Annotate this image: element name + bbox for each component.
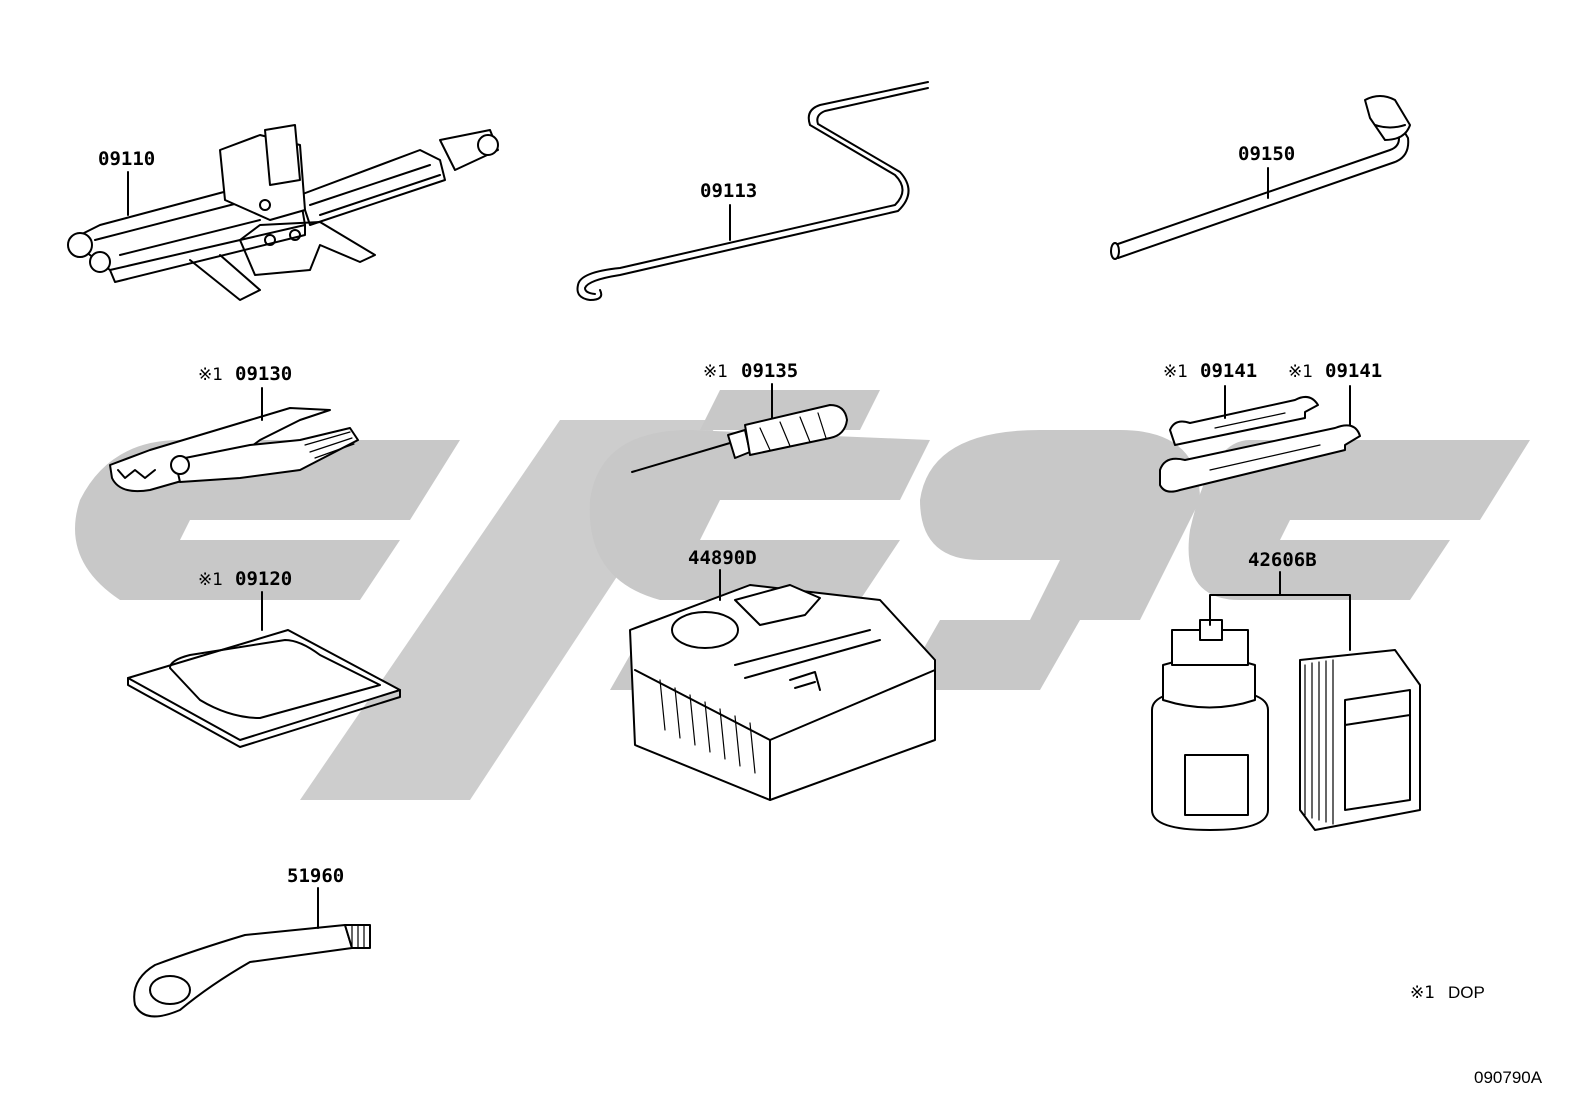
towing-eye-drawing	[133, 924, 371, 1018]
dop-mark-09120: ※1	[198, 570, 223, 590]
part-number-09141-a: 09141	[1200, 360, 1257, 382]
watermark-logo	[75, 390, 1530, 800]
part-number-51960: 51960	[287, 865, 344, 887]
drawing-id: 090790A	[1474, 1068, 1543, 1087]
part-number-09113: 09113	[700, 180, 757, 202]
dop-mark-09141-a: ※1	[1163, 362, 1188, 382]
jack-handle-drawing	[576, 81, 929, 301]
legend-dop: DOP	[1448, 983, 1485, 1002]
part-number-44890D: 44890D	[688, 547, 757, 569]
dop-mark-09135: ※1	[703, 362, 728, 382]
part-number-09141-b: 09141	[1325, 360, 1382, 382]
legend-mark: ※1	[1410, 983, 1435, 1003]
part-number-09135: 09135	[741, 360, 798, 382]
screwdriver-drawing	[631, 404, 848, 473]
pliers-drawing	[109, 407, 359, 493]
leader-42606B	[1209, 571, 1351, 651]
part-number-09150: 09150	[1238, 143, 1295, 165]
tool-bag-drawing	[127, 629, 401, 748]
spanners-drawing	[1159, 395, 1361, 493]
tire-compressor-drawing	[629, 584, 936, 801]
part-number-42606B: 42606B	[1248, 549, 1317, 571]
part-number-09110: 09110	[98, 148, 155, 170]
wheel-nut-wrench-drawing	[1110, 95, 1411, 260]
part-number-09130: 09130	[235, 363, 292, 385]
dop-mark-09141-b: ※1	[1288, 362, 1313, 382]
repair-kit-drawing	[1151, 619, 1421, 831]
dop-mark-09130: ※1	[198, 365, 223, 385]
scissor-jack-drawing	[67, 124, 499, 301]
part-number-09120: 09120	[235, 568, 292, 590]
